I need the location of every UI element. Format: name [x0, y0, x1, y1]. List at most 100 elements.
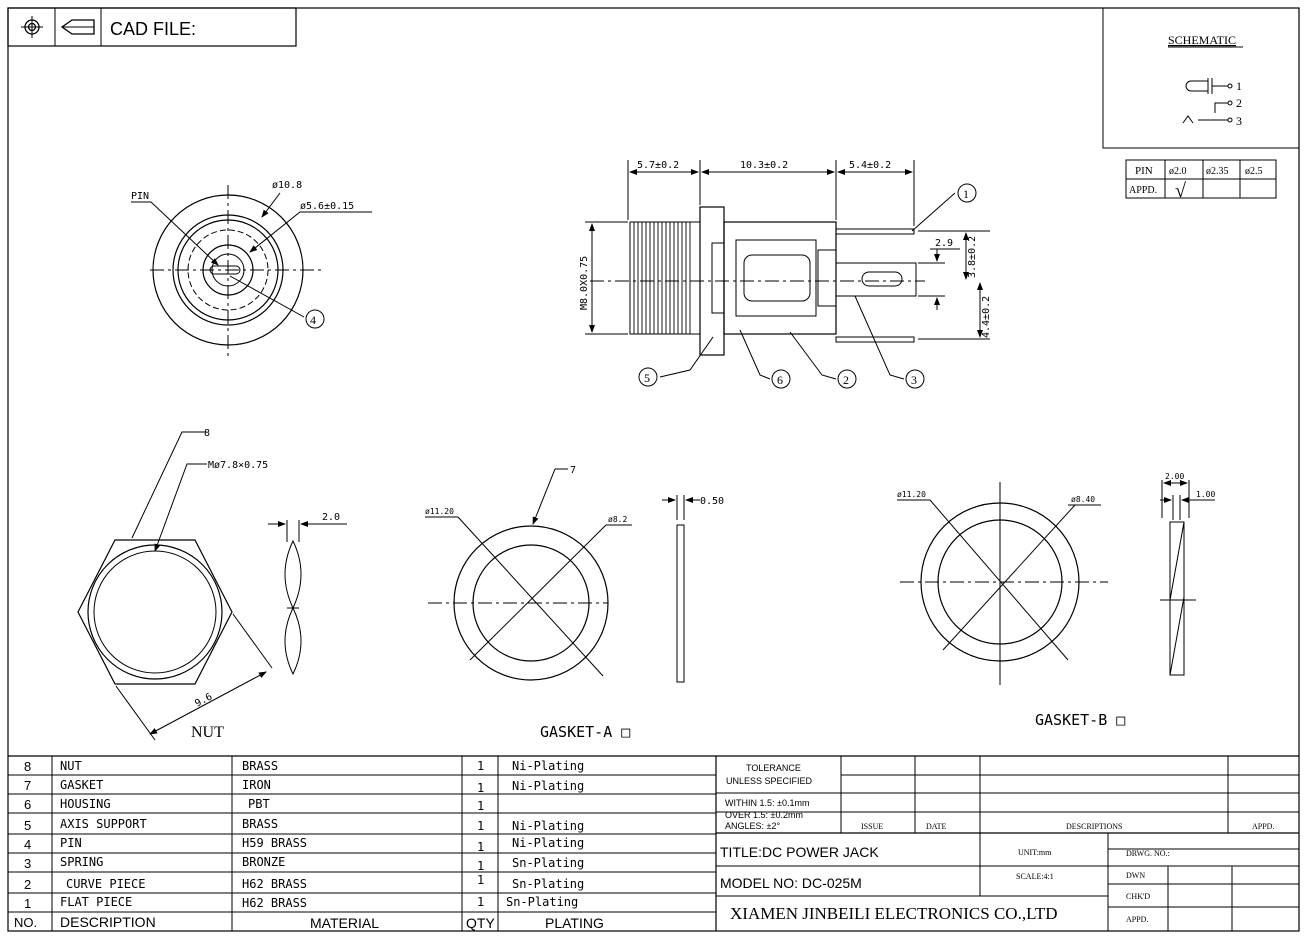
- gasket-b-dim-b: 1.00: [1196, 490, 1215, 499]
- bom-no: 5: [24, 818, 31, 833]
- bom-material: BRASS: [242, 759, 278, 773]
- bom-description: GASKET: [60, 778, 103, 792]
- gasket-b-outer: ø11.20: [897, 490, 926, 499]
- bom-plating: Ni-Plating: [512, 819, 584, 833]
- bom-description: FLAT PIECE: [60, 895, 132, 909]
- bom-header-no: NO.: [14, 915, 37, 930]
- bom-material: BRASS: [242, 817, 278, 831]
- scale-label: SCALE:4:1: [1016, 872, 1054, 881]
- bom-qty: 1: [477, 759, 484, 773]
- bom-qty: 1: [477, 895, 484, 909]
- nut-view: [77, 431, 347, 741]
- bom-material: IRON: [242, 778, 271, 792]
- callout-4: 4: [310, 313, 316, 327]
- gasket-b-dim-a: 2.00: [1165, 472, 1184, 481]
- callout-6: 6: [777, 373, 783, 387]
- tolerance-title: TOLERANCE: [746, 763, 801, 773]
- projection-symbol-icon: [21, 16, 95, 38]
- bom-description: NUT: [60, 759, 82, 773]
- tolerance-line-1: WITHIN 1.5: ±0.1mm: [725, 798, 809, 808]
- front-outer-diameter: ø10.8: [272, 180, 302, 191]
- schematic-pin-3: 3: [1236, 114, 1242, 128]
- side-dim-a: 5.7±0.2: [637, 160, 679, 171]
- bom-no: 2: [24, 877, 31, 892]
- sheet-border: [7, 7, 1300, 932]
- cad-file-label: CAD FILE:: [110, 19, 196, 39]
- bom-row-5: 5 AXIS SUPPORT BRASS 1 Ni-Plating: [24, 817, 584, 833]
- gasket-a-thickness: 0.50: [700, 496, 724, 507]
- bom-row-7: 7 GASKET IRON 1 Ni-Plating: [24, 778, 584, 795]
- tolerance-subtitle: UNLESS SPECIFIED: [726, 776, 813, 786]
- schematic-pin-1: 1: [1236, 79, 1242, 93]
- bom-no: 4: [24, 837, 31, 852]
- date-label: DATE: [926, 822, 947, 831]
- bom-description: AXIS SUPPORT: [60, 817, 147, 831]
- callout-5: 5: [644, 371, 650, 385]
- bom-description: SPRING: [60, 855, 103, 869]
- bom-header-row: NO. DESCRIPTION MATERIAL QTY PLATING: [14, 914, 604, 931]
- bom-qty: 1: [477, 840, 484, 854]
- bom-description: PIN: [60, 836, 82, 850]
- tolerance-line-3: ANGLES: ±2°: [725, 821, 780, 831]
- side-dim-f: 4.4±0.2: [981, 296, 992, 338]
- title-block: [716, 756, 1299, 931]
- bom-material: PBT: [248, 797, 270, 811]
- gasket-b-inner: ø8.40: [1071, 495, 1095, 504]
- bom-row-1: 1 FLAT PIECE H62 BRASS 1 Sn-Plating: [24, 895, 578, 911]
- pin-size-2-5: ø2.5: [1245, 166, 1263, 177]
- bom-plating: Ni-Plating: [512, 836, 584, 850]
- front-inner-diameter: ø5.6±0.15: [300, 201, 354, 212]
- cad-header: CAD FILE:: [7, 7, 297, 47]
- bom-no: 6: [24, 797, 31, 812]
- tolerance-line-2: OVER 1.5: ±0.2mm: [725, 810, 803, 820]
- bom-description: HOUSING: [60, 797, 111, 811]
- callout-2: 2: [843, 373, 849, 387]
- bom-qty: 1: [477, 799, 484, 813]
- bom-header-qty: QTY: [466, 915, 495, 931]
- bom-plating: Sn-Plating: [512, 856, 584, 870]
- schematic-title: SCHEMATIC: [1168, 33, 1236, 47]
- gasket-b-view: [897, 480, 1215, 685]
- bom-row-8: 8 NUT BRASS 1 Ni-Plating: [24, 759, 584, 774]
- side-dim-c: 5.4±0.2: [849, 160, 891, 171]
- drawing-title: TITLE:DC POWER JACK: [720, 844, 879, 860]
- callout-1: 1: [963, 187, 969, 201]
- issue-label: ISSUE: [861, 822, 883, 831]
- pin-table-pin-label: PIN: [1135, 165, 1153, 177]
- pin-table-appd-label: APPD.: [1129, 185, 1157, 196]
- descriptions-label: DESCRIPTIONS: [1066, 822, 1122, 831]
- chkd-label: CHK'D: [1126, 892, 1150, 901]
- bom-no: 1: [24, 896, 31, 911]
- gasket-a-inner: ø8.2: [608, 515, 627, 524]
- bom-header-material: MATERIAL: [310, 915, 379, 931]
- bom-row-2: 2 CURVE PIECE H62 BRASS 1 Sn-Plating: [24, 873, 584, 892]
- pin-table: PIN APPD. ø2.0 ø2.35 ø2.5 √: [1125, 159, 1277, 202]
- bom-row-4: 4 PIN H59 BRASS 1 Ni-Plating: [24, 836, 584, 854]
- bom-qty: 1: [477, 781, 484, 795]
- schematic-pin-2: 2: [1236, 96, 1242, 110]
- gasket-a-view: [425, 468, 700, 683]
- bom-header-description: DESCRIPTION: [60, 914, 156, 930]
- check-mark: √: [1175, 180, 1186, 202]
- nut-width: 9.6: [193, 691, 214, 709]
- gasket-b-label: GASKET-B □: [1035, 711, 1125, 729]
- nut-label: NUT: [191, 724, 224, 741]
- bom-table: [8, 755, 1299, 931]
- bom-qty: 1: [477, 819, 484, 833]
- company-name: XIAMEN JINBEILI ELECTRONICS CO.,LTD: [730, 904, 1058, 923]
- schematic-symbol-icon: [1182, 78, 1233, 124]
- bom-qty: 1: [477, 859, 484, 873]
- bom-material: H62 BRASS: [242, 877, 307, 891]
- appd-label: APPD.: [1252, 822, 1274, 831]
- gasket-a-label: GASKET-A □: [540, 723, 630, 741]
- side-dim-b: 10.3±0.2: [740, 160, 788, 171]
- bom-description: CURVE PIECE: [66, 877, 145, 891]
- bom-no: 8: [24, 759, 31, 774]
- front-pin-label: PIN: [131, 191, 149, 202]
- model-number: MODEL NO: DC-025M: [720, 875, 862, 891]
- bom-row-6: 6 HOUSING PBT 1: [24, 797, 484, 813]
- dwn-label: DWN: [1126, 871, 1145, 880]
- pin-size-2-0: ø2.0: [1169, 166, 1187, 177]
- drwg-no-label: DRWG. NO.:: [1126, 849, 1170, 858]
- side-view: [585, 160, 990, 389]
